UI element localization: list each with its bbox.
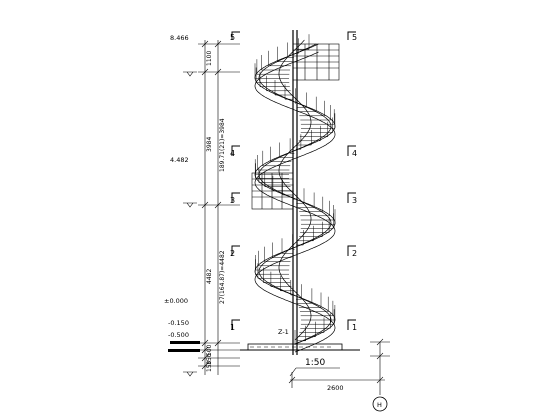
top-landing xyxy=(292,43,340,81)
stair-stringer xyxy=(258,43,332,345)
dim-150: 150 xyxy=(206,360,213,372)
section-mark-right-3: 3 xyxy=(352,196,357,205)
dim-350: 350 xyxy=(206,353,213,365)
scale-text: 1:50 xyxy=(305,358,325,368)
section-mark-right-2: 2 xyxy=(352,249,357,258)
section-mark-right-1: 1 xyxy=(352,323,357,332)
horizontal-dimension xyxy=(288,338,390,395)
section-cut-lines xyxy=(231,31,356,330)
axis-bubble: H xyxy=(372,396,388,412)
section-mark-left-1: 1 xyxy=(230,323,235,332)
stair-stringer xyxy=(254,43,336,345)
level-4482: 4.482 xyxy=(170,156,189,164)
section-mark-right-5: 5 xyxy=(352,33,357,42)
dim-2600: 2600 xyxy=(327,384,344,392)
level-minus-0150: -0.150 xyxy=(168,319,189,327)
dim-4482: 4482 xyxy=(206,269,213,284)
section-mark-left-4: 4 xyxy=(230,149,235,158)
column-label: Z-1 xyxy=(278,328,289,336)
section-mark-left-5: 5 xyxy=(230,33,235,42)
foundation xyxy=(240,343,360,351)
middle-landing xyxy=(251,172,294,210)
level-8466: 8.466 xyxy=(170,34,189,42)
dim-3984: 3984 xyxy=(206,137,213,152)
central-column xyxy=(292,30,298,355)
level-minus-0500: -0.500 xyxy=(168,331,189,339)
section-mark-right-4: 4 xyxy=(352,149,357,158)
scale-leader xyxy=(289,367,340,377)
level-note-bars xyxy=(168,341,200,352)
stair-stringer xyxy=(254,51,336,353)
dim-500: 500 xyxy=(206,344,213,356)
level-markers xyxy=(183,71,197,377)
level-0000: ±0.000 xyxy=(164,297,188,305)
axis-label: H xyxy=(377,401,382,409)
dimension-chain xyxy=(198,40,240,375)
dim-3984-calc: 189.71(21)=3984 xyxy=(219,118,226,172)
stair-stringer xyxy=(278,39,312,341)
dim-1100: 1100 xyxy=(206,51,213,66)
spiral-stair xyxy=(254,34,336,353)
section-mark-left-2: 2 xyxy=(230,249,235,258)
dim-4482-calc: 27(164.87)=4482 xyxy=(219,250,226,304)
section-mark-left-3: 3 xyxy=(230,196,235,205)
